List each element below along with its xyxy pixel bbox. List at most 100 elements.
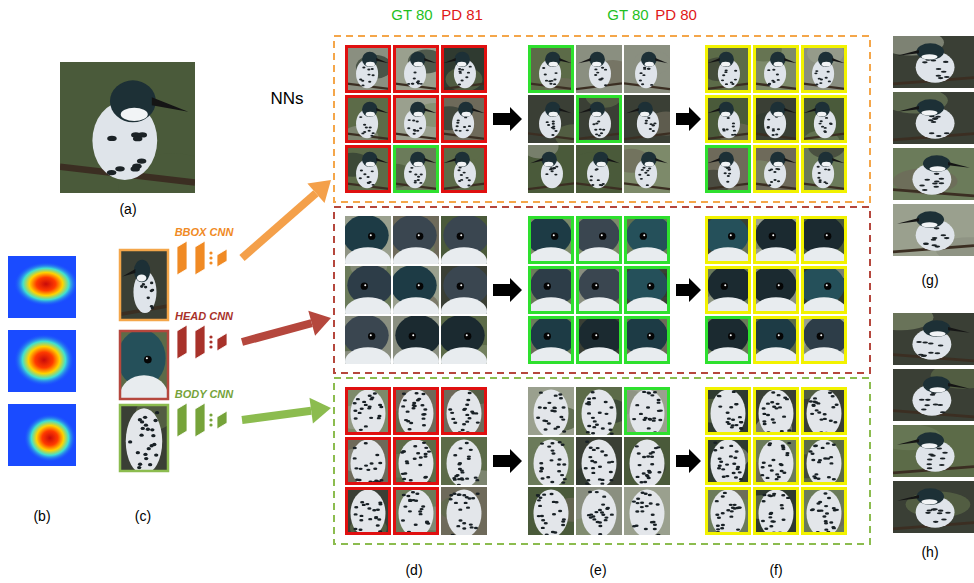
match-border [626, 218, 669, 263]
match-border [395, 147, 438, 192]
bird-photo [522, 315, 576, 376]
match-border [707, 489, 750, 534]
cnn-dot [209, 346, 212, 349]
match-border [578, 97, 621, 142]
bird-photo [120, 397, 174, 474]
match-border [755, 318, 798, 363]
match-border [755, 439, 798, 484]
match-border [626, 268, 669, 313]
cnn-block: BODY CNN [170, 388, 238, 439]
cnn-label: BBOX CNN [170, 226, 238, 239]
heat-map [8, 330, 76, 392]
cnn-dot [209, 341, 212, 344]
bird-photo [441, 437, 501, 494]
match-border [626, 389, 669, 434]
feature-arrow [242, 323, 312, 342]
bird-photo [753, 387, 799, 440]
match-border [707, 218, 750, 263]
match-border [707, 147, 750, 192]
bird-photo [624, 95, 684, 143]
feature-arrowhead [309, 398, 331, 424]
bird-photo [801, 41, 847, 93]
cnn-icon [173, 325, 235, 361]
match-border [803, 439, 846, 484]
bird-photo [695, 145, 751, 194]
crop-border [120, 250, 168, 320]
match-border [803, 97, 846, 142]
bird-photo [441, 381, 493, 437]
bird-photo [567, 487, 622, 542]
match-border [578, 268, 621, 313]
bird-photo [613, 145, 670, 193]
panel-label: (e) [589, 562, 606, 578]
match-border [803, 147, 846, 192]
heat-map [8, 256, 78, 318]
cnn-dot [209, 419, 212, 422]
match-border [803, 318, 846, 363]
bird-photo [345, 254, 393, 326]
bird-photo [750, 95, 799, 143]
cnn-layer [177, 325, 187, 359]
bird-photo [893, 204, 974, 263]
bird-photo [573, 145, 622, 193]
match-border [755, 147, 798, 192]
bird-photo [611, 387, 670, 437]
dashed-panel [334, 36, 870, 202]
bird-photo [622, 315, 670, 376]
bird-photo [624, 45, 671, 93]
cnn-layer [195, 325, 205, 359]
bird-photo [624, 437, 670, 487]
bird-photo [393, 315, 448, 376]
column-heading: PD 80 [655, 6, 697, 23]
cnn-icon [173, 403, 235, 439]
cnn-dot [209, 424, 212, 427]
bird-photo [439, 487, 487, 537]
match-border [443, 97, 486, 142]
match-border [347, 97, 390, 142]
flow-arrow [493, 107, 522, 131]
panel-label: (d) [405, 562, 422, 578]
match-border [530, 47, 573, 92]
bird-photo [694, 387, 751, 437]
bird-photo [528, 45, 581, 102]
bird-photo [345, 45, 393, 93]
flow-arrow [676, 449, 701, 473]
bird-photo [742, 487, 799, 537]
match-border [530, 218, 573, 263]
match-border [803, 218, 846, 263]
crop-border [120, 331, 168, 399]
match-border [755, 389, 798, 434]
heat-map [8, 404, 76, 466]
cnn-block: HEAD CNN [170, 310, 238, 361]
bird-photo [431, 95, 487, 143]
bird-photo [522, 134, 574, 193]
bird-photo [893, 481, 974, 533]
bird-photo [624, 487, 683, 537]
cnn-layer [195, 241, 205, 275]
feature-arrow [242, 411, 311, 420]
cnn-layer [217, 249, 227, 267]
match-border [530, 318, 573, 363]
cnn-layer [217, 333, 227, 351]
bird-photo [120, 250, 184, 333]
column-heading: PD 81 [441, 6, 483, 23]
bird-photo [879, 30, 974, 88]
match-border [707, 318, 750, 363]
bird-photo [576, 387, 629, 437]
match-border [803, 489, 846, 534]
bird-photo [118, 330, 174, 416]
bird-photo [337, 387, 391, 437]
bird-photo [382, 437, 439, 487]
match-border [443, 389, 486, 434]
match-border [347, 47, 390, 92]
bird-photo [801, 315, 849, 376]
bird-photo [789, 437, 847, 487]
cnn-layer [195, 403, 205, 437]
bird-photo [441, 45, 487, 93]
panel-label: (f) [769, 562, 782, 578]
feature-arrow [242, 193, 316, 258]
cnn-layer [217, 411, 227, 429]
bird-photo [701, 45, 751, 93]
